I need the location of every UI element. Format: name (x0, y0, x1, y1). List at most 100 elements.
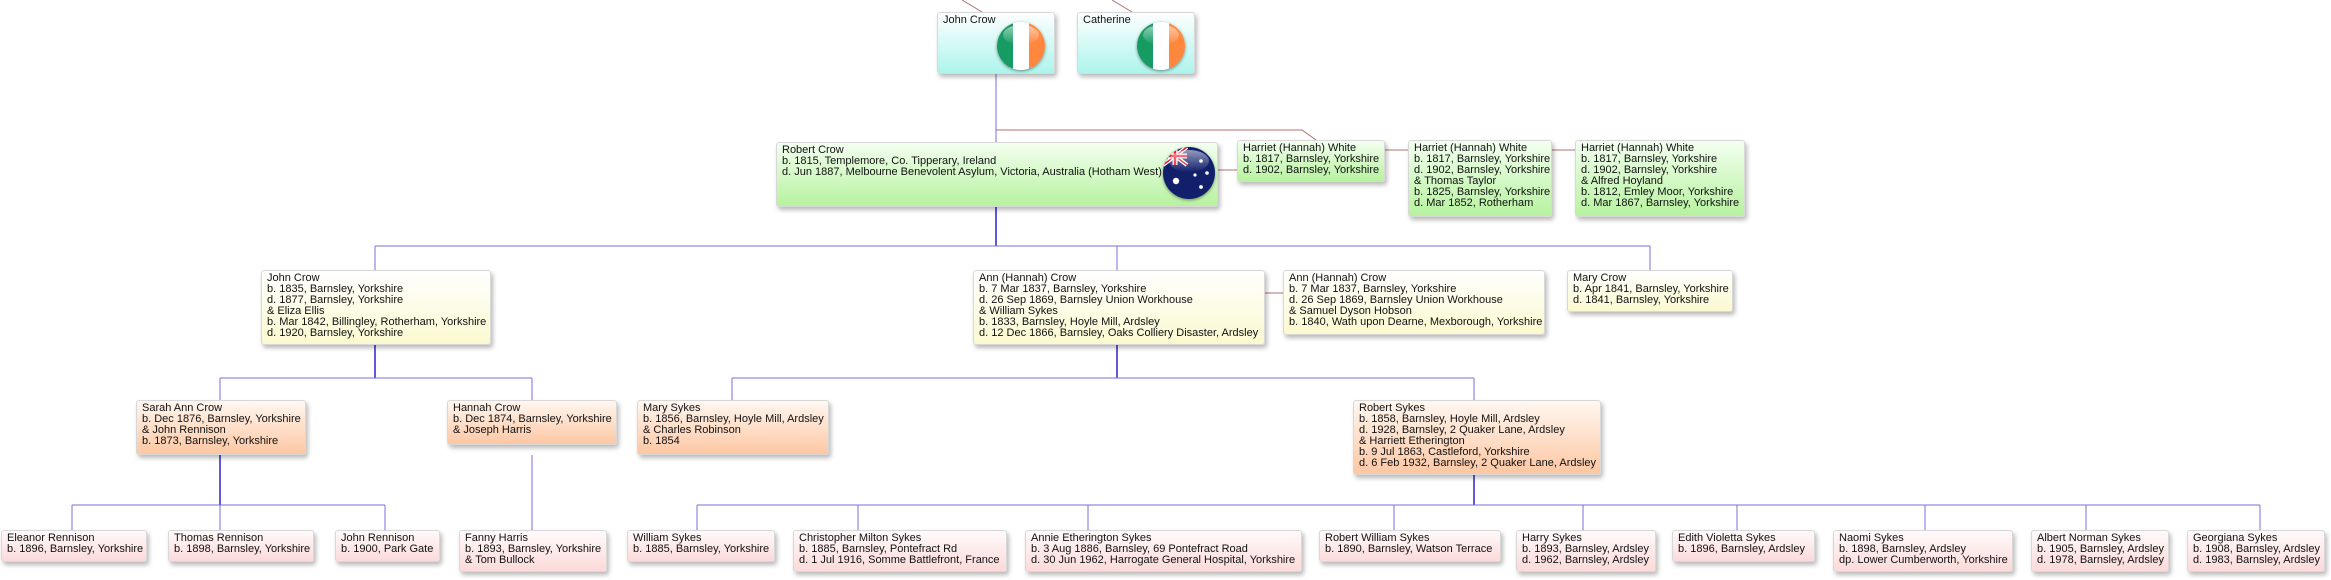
person-card-ann-crow-sykes[interactable]: Ann (Hannah) Crow b. 7 Mar 1837, Barnsle… (973, 270, 1265, 345)
person-detail: b. 1815, Templemore, Co. Tipperary, Irel… (782, 155, 997, 167)
person-detail: b. 1873, Barnsley, Yorkshire (142, 435, 279, 447)
person-card-harry-sykes[interactable]: Harry Sykes b. 1893, Barnsley, Ardsley d… (1516, 530, 1656, 572)
person-card-annie-etherington-sykes[interactable]: Annie Etherington Sykes b. 3 Aug 1886, B… (1025, 530, 1302, 572)
parent-child-line (71, 505, 386, 530)
person-detail: d. 1902, Barnsley, Yorkshire (1243, 164, 1380, 176)
person-card-sarah-ann-crow[interactable]: Sarah Ann Crow b. Dec 1876, Barnsley, Yo… (136, 400, 306, 455)
spouse-name: & Eliza Ellis (267, 305, 325, 317)
person-name: Catherine (1083, 14, 1131, 26)
person-card-harriet-white[interactable]: Harriet (Hannah) White b. 1817, Barnsley… (1237, 140, 1385, 182)
person-detail: b. 1898, Barnsley, Yorkshire (174, 543, 311, 555)
person-name: John Rennison (341, 532, 415, 544)
person-name: Harriet (Hannah) White (1414, 142, 1528, 154)
person-card-fanny-harris[interactable]: Fanny Harris b. 1893, Barnsley, Yorkshir… (459, 530, 607, 572)
spouse-name: & Alfred Hoyland (1581, 175, 1663, 187)
person-detail: d. 1983, Barnsley, Ardsley (2193, 554, 2320, 566)
parent-child-line (219, 378, 533, 400)
person-card-naomi-sykes[interactable]: Naomi Sykes b. 1898, Barnsley, Ardsley d… (1833, 530, 2013, 572)
person-detail: b. 1896, Barnsley, Ardsley (1678, 543, 1805, 555)
person-detail: d. 1928, Barnsley, 2 Quaker Lane, Ardsle… (1359, 424, 1565, 436)
person-card-catherine[interactable]: Catherine (1077, 12, 1195, 74)
person-name: Naomi Sykes (1839, 532, 1904, 544)
spouse-name: & John Rennison (142, 424, 226, 436)
person-card-robert-sykes[interactable]: Robert Sykes b. 1858, Barnsley, Hoyle Mi… (1353, 400, 1601, 475)
person-detail: dp. Lower Cumberworth, Yorkshire (1839, 554, 2008, 566)
spouse-link-line (1111, 0, 1133, 13)
person-detail: b. 7 Mar 1837, Barnsley, Yorkshire (979, 283, 1147, 295)
person-card-eleanor-rennison[interactable]: Eleanor Rennison b. 1896, Barnsley, York… (1, 530, 147, 562)
person-name: Hannah Crow (453, 402, 521, 414)
person-name: Robert Sykes (1359, 402, 1426, 414)
person-card-mary-sykes[interactable]: Mary Sykes b. 1856, Barnsley, Hoyle Mill… (637, 400, 829, 455)
person-name: Edith Violetta Sykes (1678, 532, 1776, 544)
spouse-link-line (996, 129, 1317, 141)
person-detail: d. 1877, Barnsley, Yorkshire (267, 294, 404, 306)
person-detail: d. 1978, Barnsley, Ardsley (2037, 554, 2164, 566)
person-detail: b. 9 Jul 1863, Castleford, Yorkshire (1359, 446, 1530, 458)
person-name: Annie Etherington Sykes (1031, 532, 1152, 544)
person-name: Thomas Rennison (174, 532, 264, 544)
person-detail: b. 1840, Wath upon Dearne, Mexborough, Y… (1289, 316, 1543, 328)
person-name: John Crow (267, 272, 320, 284)
person-detail: d. 1 Jul 1916, Somme Battlefront, France (799, 554, 1000, 566)
spouse-name: & Joseph Harris (453, 424, 532, 436)
person-card-edith-violetta-sykes[interactable]: Edith Violetta Sykes b. 1896, Barnsley, … (1672, 530, 1815, 562)
person-name: Albert Norman Sykes (2037, 532, 2141, 544)
person-detail: d. 30 Jun 1962, Harrogate General Hospit… (1031, 554, 1296, 566)
person-card-robert-william-sykes[interactable]: Robert William Sykes b. 1890, Barnsley, … (1319, 530, 1501, 562)
person-detail: b. 1900, Park Gate (341, 543, 434, 555)
person-card-ann-crow-hobson[interactable]: Ann (Hannah) Crow b. 7 Mar 1837, Barnsle… (1283, 270, 1545, 335)
person-detail: d. 6 Feb 1932, Barnsley, 2 Quaker Lane, … (1359, 457, 1597, 469)
person-name: Harriet (Hannah) White (1581, 142, 1695, 154)
person-detail: b. 1817, Barnsley, Yorkshire (1581, 153, 1718, 165)
person-name: Christopher Milton Sykes (799, 532, 922, 544)
person-name: Harry Sykes (1522, 532, 1582, 544)
person-name: William Sykes (633, 532, 702, 544)
person-detail: b. 1817, Barnsley, Yorkshire (1414, 153, 1551, 165)
person-name: Fanny Harris (465, 532, 528, 544)
person-detail: b. 1885, Barnsley, Yorkshire (633, 543, 770, 555)
person-card-robert-crow[interactable]: Robert Crow b. 1815, Templemore, Co. Tip… (776, 142, 1218, 207)
person-name: Mary Sykes (643, 402, 701, 414)
person-card-christopher-milton-sykes[interactable]: Christopher Milton Sykes b. 1885, Barnsl… (793, 530, 1007, 572)
person-card-hannah-crow[interactable]: Hannah Crow b. Dec 1874, Barnsley, Yorks… (447, 400, 617, 445)
person-detail: b. 1896, Barnsley, Yorkshire (7, 543, 144, 555)
person-card-john-rennison[interactable]: John Rennison b. 1900, Park Gate (335, 530, 440, 562)
person-name: Robert William Sykes (1325, 532, 1430, 544)
spouse-link-line (961, 0, 983, 13)
person-card-thomas-rennison[interactable]: Thomas Rennison b. 1898, Barnsley, Yorks… (168, 530, 314, 562)
spouse-name: & William Sykes (979, 305, 1058, 317)
ireland-flag-icon (997, 22, 1045, 70)
person-card-albert-norman-sykes[interactable]: Albert Norman Sykes b. 1905, Barnsley, A… (2031, 530, 2169, 572)
person-detail: b. 1833, Barnsley, Hoyle Mill, Ardsley (979, 316, 1160, 328)
person-detail: d. 1841, Barnsley, Yorkshire (1573, 294, 1710, 306)
person-name: Robert Crow (782, 144, 844, 156)
spouse-name: & Charles Robinson (643, 424, 741, 436)
person-detail: b. 7 Mar 1837, Barnsley, Yorkshire (1289, 283, 1457, 295)
person-card-john-crow-sr[interactable]: John Crow (937, 12, 1055, 74)
person-card-harriet-white-taylor[interactable]: Harriet (Hannah) White b. 1817, Barnsley… (1408, 140, 1552, 217)
person-detail: b. 1854 (643, 435, 680, 447)
person-detail: b. 1893, Barnsley, Yorkshire (465, 543, 602, 555)
person-detail: b. 1817, Barnsley, Yorkshire (1243, 153, 1380, 165)
person-name: Georgiana Sykes (2193, 532, 2278, 544)
person-detail: b. 1898, Barnsley, Ardsley (1839, 543, 1966, 555)
person-card-john-crow[interactable]: John Crow b. 1835, Barnsley, Yorkshire d… (261, 270, 491, 345)
person-card-harriet-white-hoyland[interactable]: Harriet (Hannah) White b. 1817, Barnsley… (1575, 140, 1745, 217)
parent-child-line (731, 378, 1475, 400)
person-card-william-sykes[interactable]: William Sykes b. 1885, Barnsley, Yorkshi… (627, 530, 775, 562)
person-name: Mary Crow (1573, 272, 1627, 284)
person-card-mary-crow[interactable]: Mary Crow b. Apr 1841, Barnsley, Yorkshi… (1567, 270, 1733, 312)
person-detail: d. 1920, Barnsley, Yorkshire (267, 327, 404, 339)
person-detail: b. Dec 1874, Barnsley, Yorkshire (453, 413, 612, 425)
person-detail: b. 1812, Emley Moor, Yorkshire (1581, 186, 1734, 198)
person-detail: b. 3 Aug 1886, Barnsley, 69 Pontefract R… (1031, 543, 1248, 555)
person-detail: b. 1835, Barnsley, Yorkshire (267, 283, 404, 295)
person-name: John Crow (943, 14, 996, 26)
person-name: Ann (Hannah) Crow (979, 272, 1077, 284)
spouse-name: & Harriett Etherington (1359, 435, 1465, 447)
person-detail: b. 1885, Barnsley, Pontefract Rd (799, 543, 958, 555)
person-card-georgiana-sykes[interactable]: Georgiana Sykes b. 1908, Barnsley, Ardsl… (2187, 530, 2325, 572)
person-detail: d. 1962, Barnsley, Ardsley (1522, 554, 1649, 566)
